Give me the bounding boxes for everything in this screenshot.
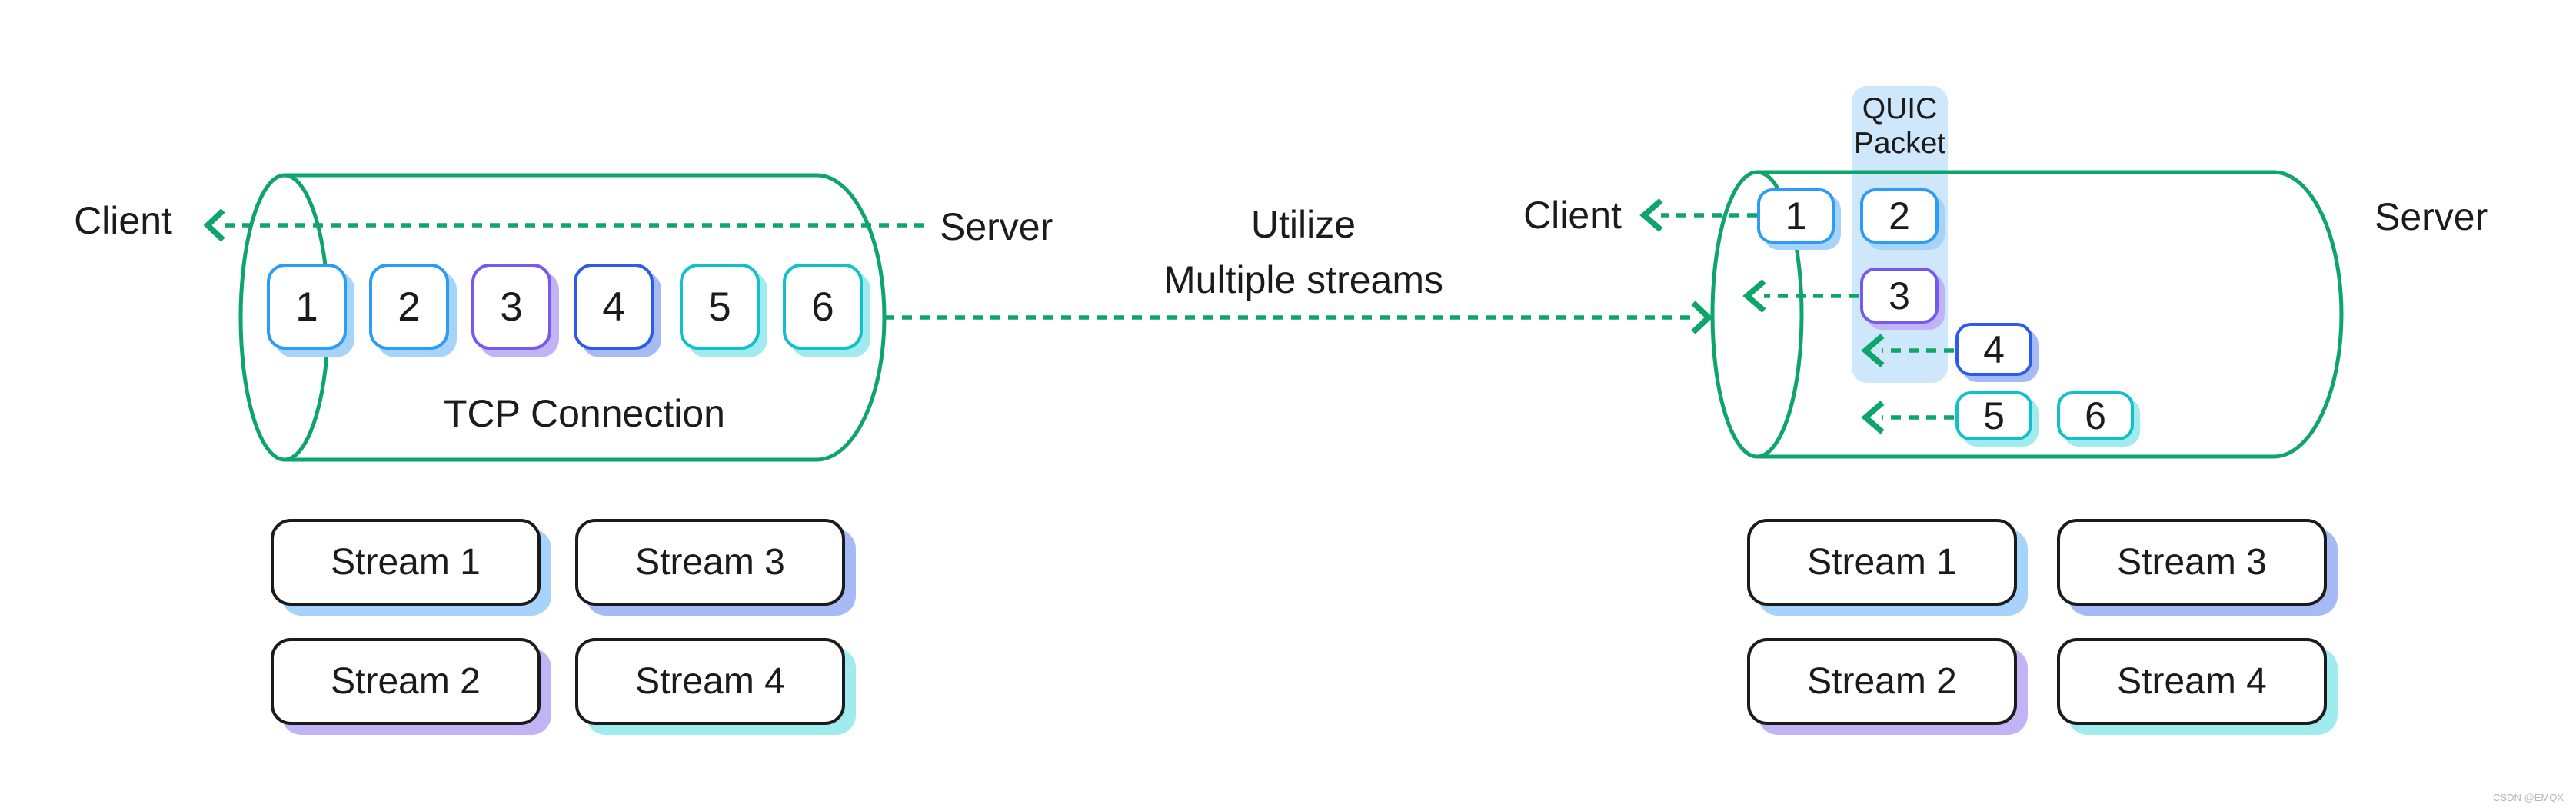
arrowhead-left-icon	[1861, 401, 1885, 434]
quic-stream-box-1: Stream 1	[1747, 519, 2017, 606]
arrowhead-left-icon	[203, 208, 225, 242]
quic-stream-box-4: Stream 4	[2057, 638, 2327, 725]
quic-stream-box-3: Stream 3	[2057, 519, 2327, 606]
tcp-stream-box-4: Stream 4	[575, 638, 845, 725]
center-caption-line1: Utilize	[1250, 203, 1356, 246]
client-label-right: Client	[1523, 194, 1622, 237]
tcp-stream-box-1: Stream 1	[271, 519, 541, 606]
quic-packet-box-3: 3	[1860, 268, 1939, 324]
quic-packet-label-line1: QUIC	[1862, 92, 1938, 125]
tcp-stream-box-3: Stream 3	[575, 519, 845, 606]
tcp-packet-box-3: 3	[471, 264, 551, 350]
quic-cylinder-cap	[1710, 170, 1804, 459]
quic-packet-box-1: 1	[1757, 188, 1835, 244]
tcp-packet-box-5: 5	[680, 264, 760, 350]
tcp-stream-box-2: Stream 2	[271, 638, 541, 725]
center-caption-line2: Multiple streams	[1163, 258, 1443, 301]
arrowhead-left-icon	[1861, 334, 1885, 367]
tcp-connection-label: TCP Connection	[444, 392, 725, 435]
tcp-packet-box-2: 2	[369, 264, 449, 350]
arrowhead-left-icon	[1742, 279, 1766, 313]
quic-packet-box-5: 5	[1955, 391, 2032, 440]
client-label-left: Client	[74, 199, 172, 242]
quic-stream-box-2: Stream 2	[1747, 638, 2017, 725]
quic-packet-box-2: 2	[1860, 188, 1939, 244]
quic-packet-label: QUIC Packet	[1852, 91, 1948, 161]
server-label-left: Server	[940, 205, 1053, 248]
arrowhead-left-icon	[1639, 198, 1663, 232]
tcp-packet-box-6: 6	[783, 264, 863, 350]
arrowhead-right-icon	[1691, 301, 1713, 334]
quic-packet-box-6: 6	[2057, 391, 2134, 440]
tcp-packet-box-4: 4	[574, 264, 654, 350]
quic-cylinder-body	[1757, 170, 2344, 459]
quic-packet-box-4: 4	[1955, 323, 2032, 376]
quic-packet-label-line2: Packet	[1853, 127, 1946, 160]
watermark: CSDN @EMQX	[2493, 792, 2564, 803]
server-label-right: Server	[2375, 195, 2488, 238]
tcp-packet-box-1: 1	[267, 264, 347, 350]
